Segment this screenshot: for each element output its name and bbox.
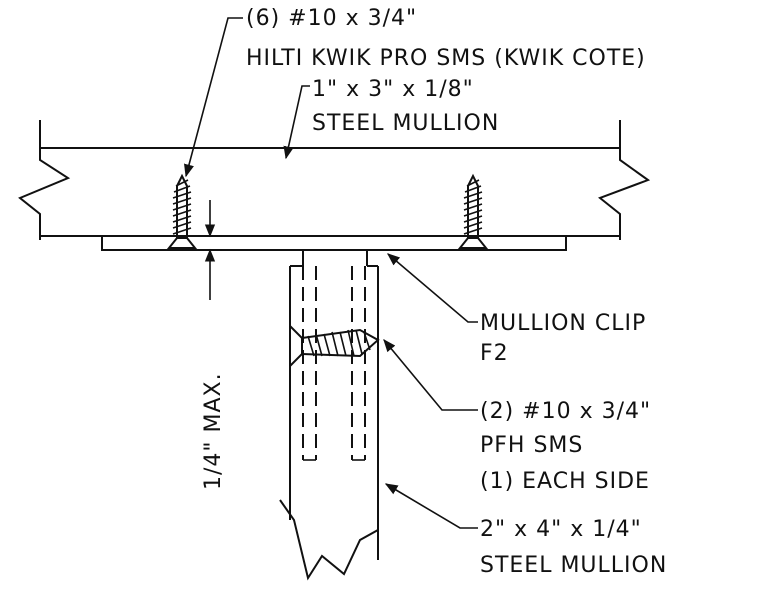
callout-bottom-member-line1: 2" x 4" x 1/4" (480, 517, 642, 542)
callout-top-member-line1: 1" x 3" x 1/8" (312, 77, 474, 102)
callout-side-screws-line1: (2) #10 x 3/4" (480, 399, 651, 424)
dimension-quarter-inch: 1/4" MAX. (198, 200, 226, 490)
vertical-steel-mullion (279, 265, 379, 581)
callout-clip-line1: MULLION CLIP (480, 311, 646, 336)
top-screw-left (168, 175, 196, 249)
dimension-label: 1/4" MAX. (201, 372, 226, 490)
callout-top-screws: (6) #10 x 3/4" HILTI KWIK PRO SMS (KWIK … (246, 6, 646, 71)
side-screw (289, 325, 380, 367)
callout-top-member: 1" x 3" x 1/8" STEEL MULLION (312, 77, 499, 136)
callout-side-screws-line2: PFH SMS (480, 433, 583, 458)
mullion-clip-plate (101, 235, 567, 266)
callout-side-screws: (2) #10 x 3/4" PFH SMS (1) EACH SIDE (480, 399, 651, 494)
callout-top-screws-line2: HILTI KWIK PRO SMS (KWIK COTE) (246, 46, 646, 71)
callout-side-screws-line3: (1) EACH SIDE (480, 469, 650, 494)
callout-bottom-member-line2: STEEL MULLION (480, 553, 667, 578)
callout-clip-line2: F2 (480, 341, 509, 366)
callout-top-screws-line1: (6) #10 x 3/4" (246, 6, 417, 31)
leader-lines (184, 17, 478, 529)
callout-top-member-line2: STEEL MULLION (312, 111, 499, 136)
callout-bottom-member: 2" x 4" x 1/4" STEEL MULLION (480, 517, 667, 578)
top-steel-mullion (18, 120, 651, 240)
callout-clip: MULLION CLIP F2 (480, 311, 646, 366)
top-screw-right (459, 175, 487, 249)
